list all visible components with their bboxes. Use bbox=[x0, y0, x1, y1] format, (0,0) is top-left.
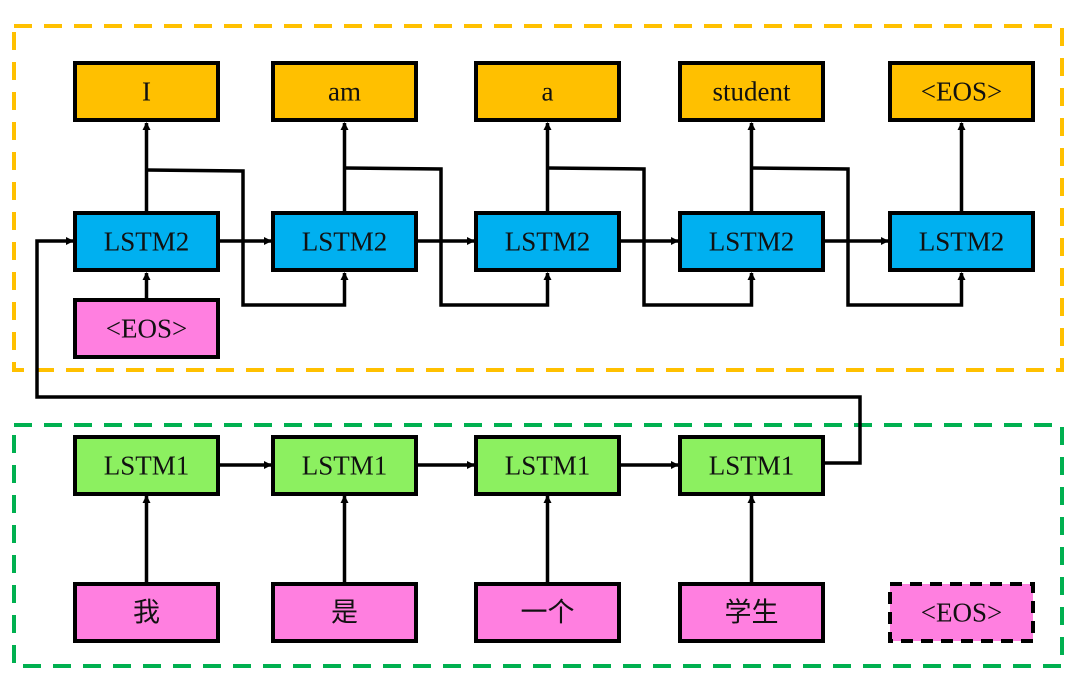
encoder-end-token-box-rect bbox=[888, 582, 1035, 643]
input-token-box: 我 bbox=[73, 582, 220, 643]
input-token-box-rect bbox=[678, 582, 825, 643]
lstm1-cell-rect bbox=[474, 435, 621, 496]
lstm2-cell-label: LSTM2 bbox=[104, 227, 190, 257]
output-token-box-label: I bbox=[142, 77, 151, 107]
input-token-box-label: 是 bbox=[331, 598, 358, 628]
input-token-box-rect bbox=[474, 582, 621, 643]
lstm1-cell: LSTM1 bbox=[474, 435, 621, 496]
lstm2-cell: LSTM2 bbox=[474, 211, 621, 272]
input-token-box: 一个 bbox=[474, 582, 621, 643]
decoder-frame bbox=[12, 24, 1064, 372]
arrow-feed-previous-output bbox=[751, 166, 966, 307]
output-token-box-rect bbox=[474, 61, 621, 122]
arrow-feed-previous-output bbox=[146, 168, 349, 307]
arrow-feed-previous-output bbox=[547, 166, 756, 307]
output-token-box-rect bbox=[888, 61, 1035, 122]
lstm2-cell: LSTM2 bbox=[271, 211, 418, 272]
lstm1-cell-label: LSTM1 bbox=[505, 451, 591, 481]
lstm2-cell-rect bbox=[73, 211, 220, 272]
input-token-box-rect bbox=[271, 582, 418, 643]
lstm1-cell-rect bbox=[73, 435, 220, 496]
lstm2-cell-label: LSTM2 bbox=[709, 227, 795, 257]
lstm1-cell-label: LSTM1 bbox=[302, 451, 388, 481]
lstm1-cell-label: LSTM1 bbox=[104, 451, 190, 481]
output-token-box-label: student bbox=[713, 77, 791, 107]
input-token-box-label: 我 bbox=[133, 598, 160, 628]
lstm2-cell: LSTM2 bbox=[888, 211, 1035, 272]
output-token-box-label: am bbox=[328, 77, 361, 107]
lstm2-cell-label: LSTM2 bbox=[505, 227, 591, 257]
output-token-box: <EOS> bbox=[888, 61, 1035, 122]
lstm1-cell-label: LSTM1 bbox=[709, 451, 795, 481]
output-token-box-rect bbox=[271, 61, 418, 122]
encoder-end-token-box: <EOS> bbox=[888, 582, 1035, 643]
lstm2-cell: LSTM2 bbox=[73, 211, 220, 272]
output-token-box: student bbox=[678, 61, 825, 122]
output-token-box: I bbox=[73, 61, 220, 122]
lstm1-cell: LSTM1 bbox=[271, 435, 418, 496]
output-token-box: am bbox=[271, 61, 418, 122]
lstm2-cell-rect bbox=[678, 211, 825, 272]
arrow-context-vector bbox=[35, 237, 862, 465]
input-token-box: 是 bbox=[271, 582, 418, 643]
lstm2-cell-rect bbox=[271, 211, 418, 272]
output-token-box-rect bbox=[73, 61, 220, 122]
lstm2-cell-label: LSTM2 bbox=[919, 227, 1005, 257]
lstm2-cell: LSTM2 bbox=[678, 211, 825, 272]
input-token-box: 学生 bbox=[678, 582, 825, 643]
lstm2-cell-rect bbox=[888, 211, 1035, 272]
lstm2-cell-label: LSTM2 bbox=[302, 227, 388, 257]
input-token-box-label: 学生 bbox=[725, 598, 779, 628]
output-token-box-label: <EOS> bbox=[921, 77, 1002, 107]
encoder-frame bbox=[12, 423, 1064, 668]
input-token-box-label: 一个 bbox=[521, 598, 575, 628]
output-token-box-label: a bbox=[542, 77, 554, 107]
lstm1-cell: LSTM1 bbox=[73, 435, 220, 496]
decoder-start-token-box-label: <EOS> bbox=[106, 314, 187, 344]
lstm1-cell-rect bbox=[271, 435, 418, 496]
lstm1-cell: LSTM1 bbox=[678, 435, 825, 496]
encoder-end-token-box-label: <EOS> bbox=[921, 598, 1002, 628]
arrow-feed-previous-output bbox=[344, 166, 552, 307]
output-token-box-rect bbox=[678, 61, 825, 122]
output-token-box: a bbox=[474, 61, 621, 122]
decoder-start-token-box-rect bbox=[73, 298, 220, 359]
lstm2-cell-rect bbox=[474, 211, 621, 272]
lstm1-cell-rect bbox=[678, 435, 825, 496]
input-token-box-rect bbox=[73, 582, 220, 643]
decoder-start-token-box: <EOS> bbox=[73, 298, 220, 359]
connections bbox=[35, 122, 966, 584]
